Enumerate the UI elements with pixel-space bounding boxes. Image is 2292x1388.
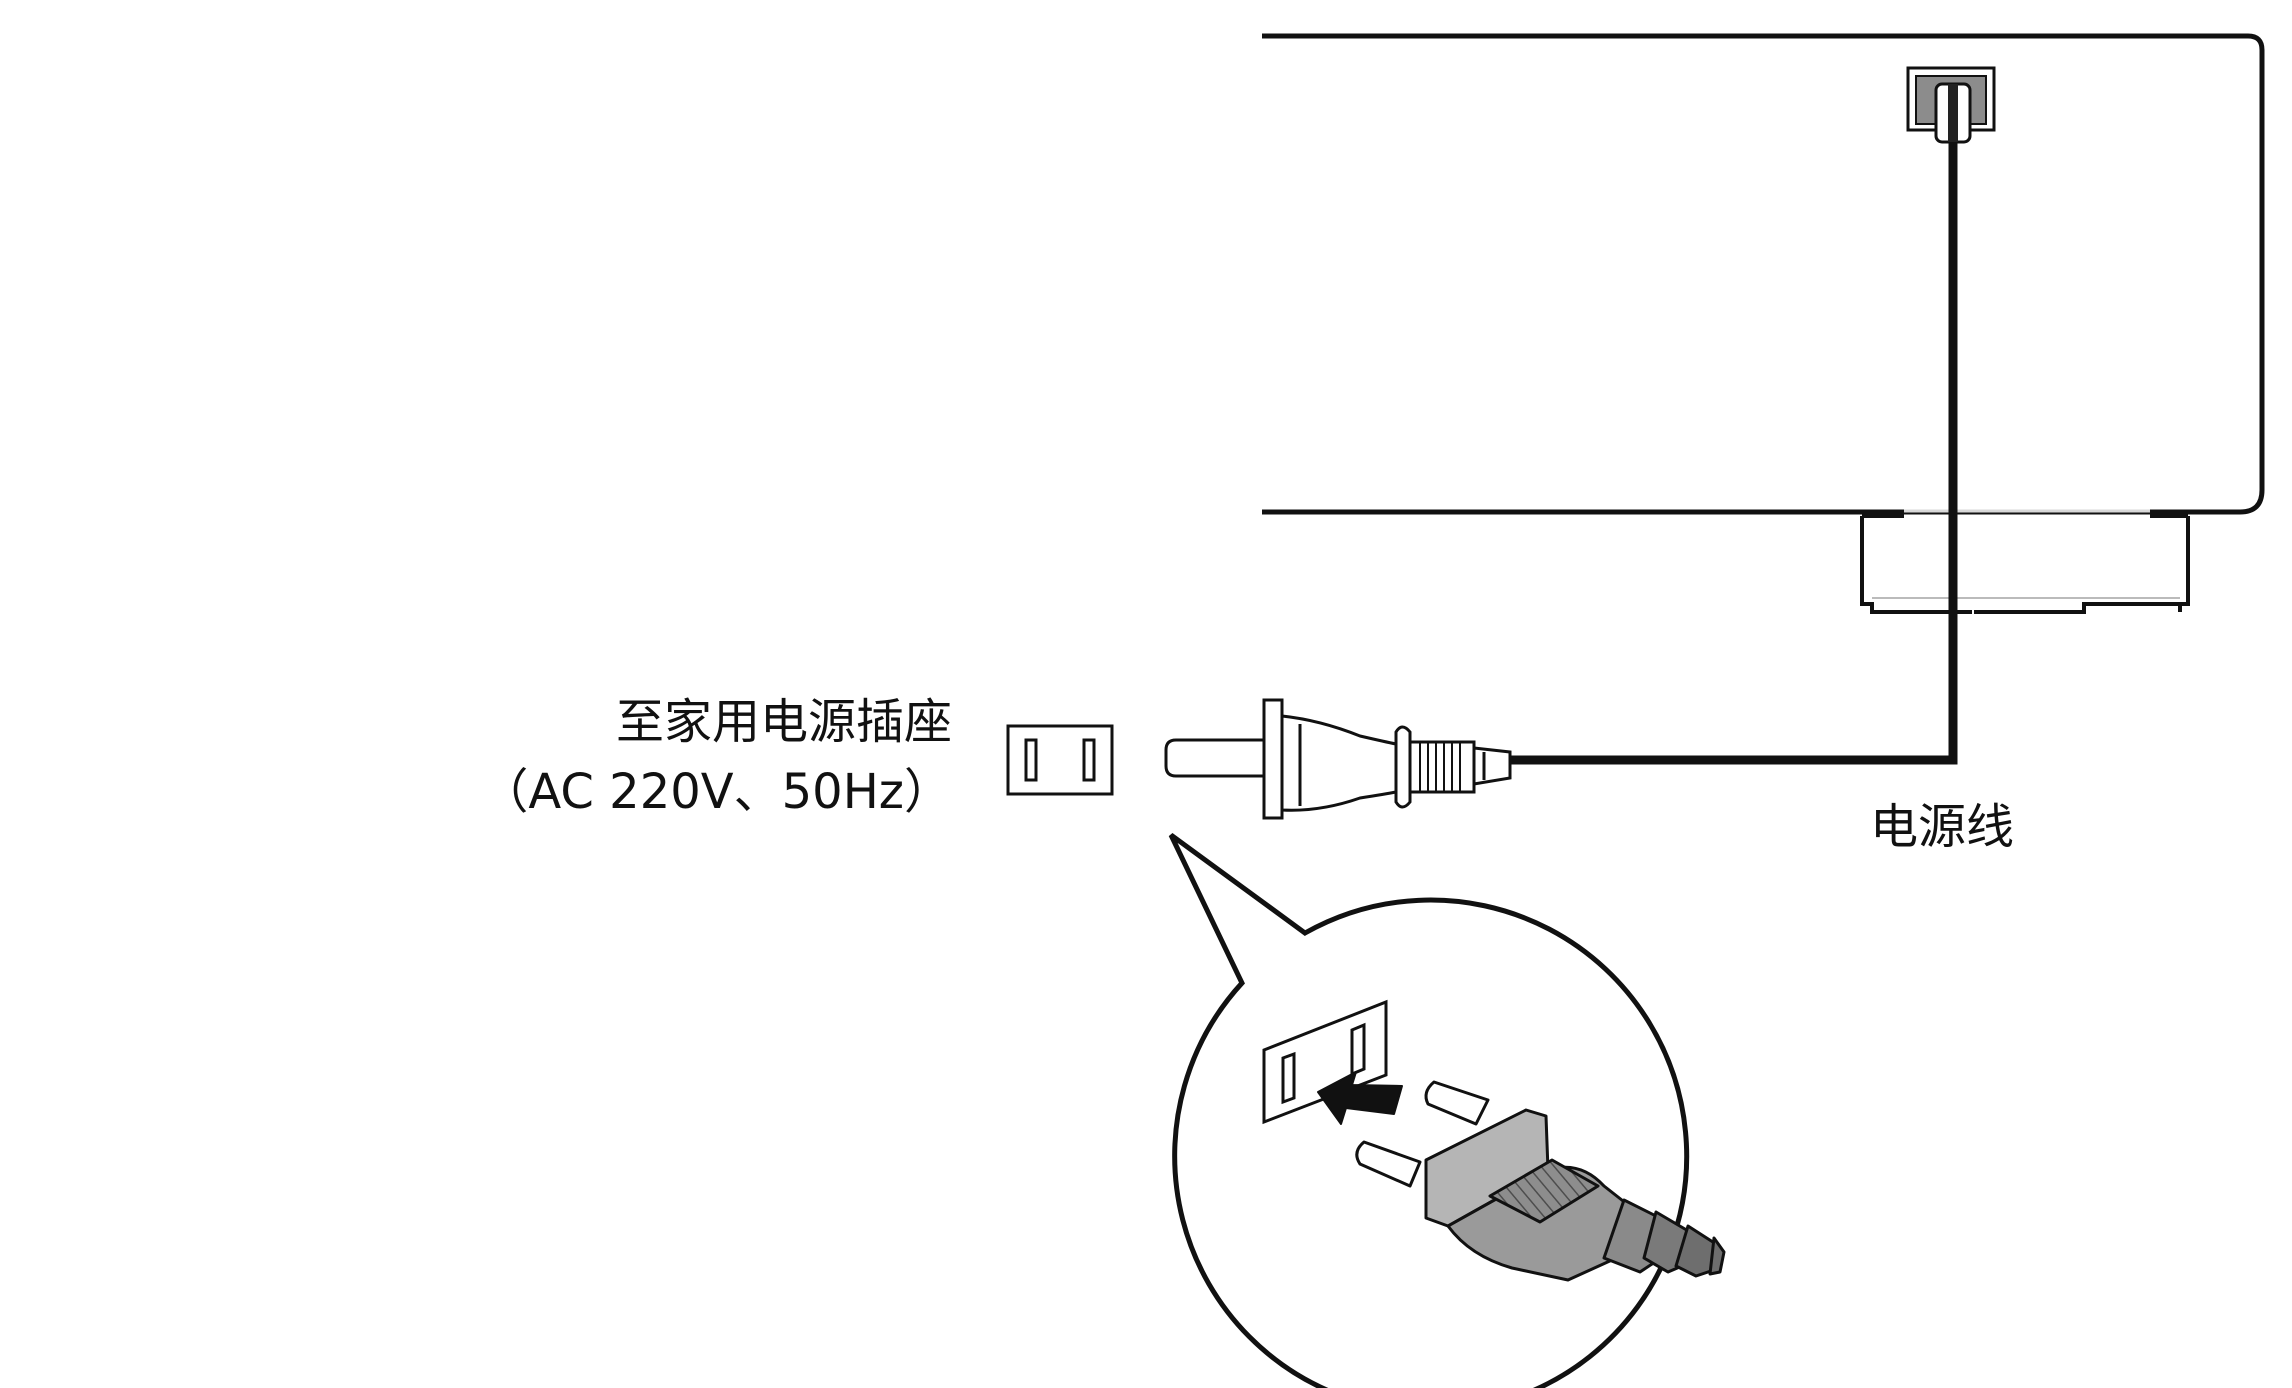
power-cord <box>1510 142 1958 765</box>
wall-outlet-icon <box>1006 724 1114 796</box>
insert-arrow-icon <box>1317 1071 1403 1125</box>
device-body <box>1262 33 2265 515</box>
power-cord-label: 电源线 <box>1870 799 2015 855</box>
outlet-label: 至家用电源插座 <box>615 694 952 750</box>
plug-perspective-icon <box>1355 1080 1726 1282</box>
device-foot <box>1860 514 2190 614</box>
power-plug-icon <box>1164 698 1512 820</box>
outlet-spec-label: （AC 220V、50Hz） <box>480 764 952 820</box>
ac-inlet-icon <box>1906 66 1996 144</box>
wall-outlet-perspective-icon <box>1262 999 1388 1125</box>
callout-bubble <box>1168 832 1690 1388</box>
